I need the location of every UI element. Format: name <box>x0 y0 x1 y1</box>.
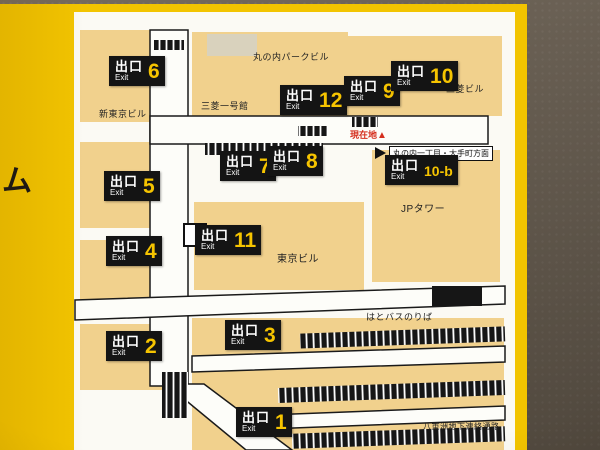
exit-kanji: 出口 <box>350 79 379 94</box>
platform-bars <box>277 286 506 449</box>
exit-en: Exit <box>226 168 240 178</box>
exit-number: 4 <box>145 240 157 264</box>
exit-kanji: 出口 <box>231 323 260 338</box>
exit-kanji: 出口 <box>112 334 141 349</box>
exit-en: Exit <box>350 93 364 103</box>
exit-kanji: 出口 <box>273 149 302 164</box>
exit-en: Exit <box>397 78 411 88</box>
exit-en: Exit <box>110 188 124 198</box>
exit-number: 8 <box>306 150 318 174</box>
platform-bar-3 <box>291 426 506 449</box>
exit-en: Exit <box>273 163 287 173</box>
exit-number: 2 <box>145 335 157 359</box>
exit-number: 10-b <box>424 162 453 179</box>
black-structure <box>432 286 482 306</box>
exit-en: Exit <box>286 102 300 112</box>
exit-en: Exit <box>201 242 215 252</box>
exit-box-11: 出口 Exit 11 <box>195 225 262 256</box>
stairs-exit9 <box>352 117 378 127</box>
exit-en: Exit <box>112 348 126 358</box>
label-tokyo-building: 東京ビル <box>277 254 319 265</box>
exit-kanji: 出口 <box>242 410 271 425</box>
label-hato-bus-stop: はとバスのりば <box>366 312 433 322</box>
exit-number: 7 <box>259 155 271 179</box>
stairs-exit12 <box>298 126 328 136</box>
label-marunouchi-park-building: 丸の内パークビル <box>253 52 330 62</box>
exit-number: 9 <box>383 80 395 104</box>
exit-kanji: 出口 <box>110 174 139 189</box>
label-mitsubishi-building: 三菱ビル <box>446 84 485 94</box>
exit-en: Exit <box>115 73 129 83</box>
road-band-1 <box>191 345 506 373</box>
road-main-vertical <box>149 29 189 387</box>
stairs-bottom <box>162 372 188 418</box>
current-location-marker-icon: ▲ <box>377 130 387 141</box>
exit-box-5: 出口 Exit 5 <box>104 171 160 202</box>
platform-bar-2 <box>277 380 506 403</box>
exit-number: 1 <box>275 411 287 435</box>
direction-arrow-icon <box>375 147 386 159</box>
exit-box-6: 出口 Exit 6 <box>109 56 165 87</box>
exit-number: 3 <box>264 324 276 348</box>
exit-kanji: 出口 <box>286 88 315 103</box>
exit-number: 12 <box>319 89 343 113</box>
building-gray <box>207 34 257 56</box>
exit-en: Exit <box>391 172 405 182</box>
exit-kanji: 出口 <box>112 239 141 254</box>
exit-number: 11 <box>234 229 257 253</box>
label-jp-tower: JPタワー <box>401 204 446 215</box>
exit-box-9: 出口 Exit 9 <box>344 76 400 107</box>
exit-box-10: 出口 Exit 10 <box>391 61 459 92</box>
label-mitsubishi-ichigokan: 三菱一号館 <box>201 101 249 111</box>
exit-number: 10 <box>430 65 454 89</box>
exit-box-3: 出口 Exit 3 <box>225 320 281 351</box>
current-location: 現在地▲ <box>350 128 387 141</box>
exit-box-10b: 出口 Exit 10-b <box>385 155 458 186</box>
exit-number: 5 <box>143 175 155 199</box>
current-location-label: 現在地 <box>350 130 378 140</box>
exit-box-4: 出口 Exit 4 <box>106 236 162 267</box>
stairs-top <box>154 40 184 50</box>
label-yaesu-passage: 八重洲地下連絡通路 <box>423 422 500 431</box>
exit-box-1: 出口 Exit 1 <box>236 407 292 438</box>
exit-box-8: 出口 Exit 8 <box>267 146 323 177</box>
exit-box-7: 出口 Exit 7 <box>220 151 276 182</box>
exit-box-12: 出口 Exit 12 <box>280 85 348 116</box>
exit-en: Exit <box>112 253 126 263</box>
side-text: ム <box>2 165 32 198</box>
exit-kanji: 出口 <box>397 64 426 79</box>
road-mid-horizontal <box>74 285 506 321</box>
exit-number: 6 <box>148 60 160 84</box>
exit-en: Exit <box>242 424 256 434</box>
exit-box-2: 出口 Exit 2 <box>106 331 162 362</box>
exit-en: Exit <box>231 337 245 347</box>
exit-kanji: 出口 <box>115 59 144 74</box>
exit-kanji: 出口 <box>201 228 230 243</box>
exit-kanji: 出口 <box>226 154 255 169</box>
label-shin-tokyo-building: 新東京ビル <box>99 109 147 119</box>
exit-kanji: 出口 <box>391 158 420 173</box>
platform-bar-1 <box>299 326 506 349</box>
